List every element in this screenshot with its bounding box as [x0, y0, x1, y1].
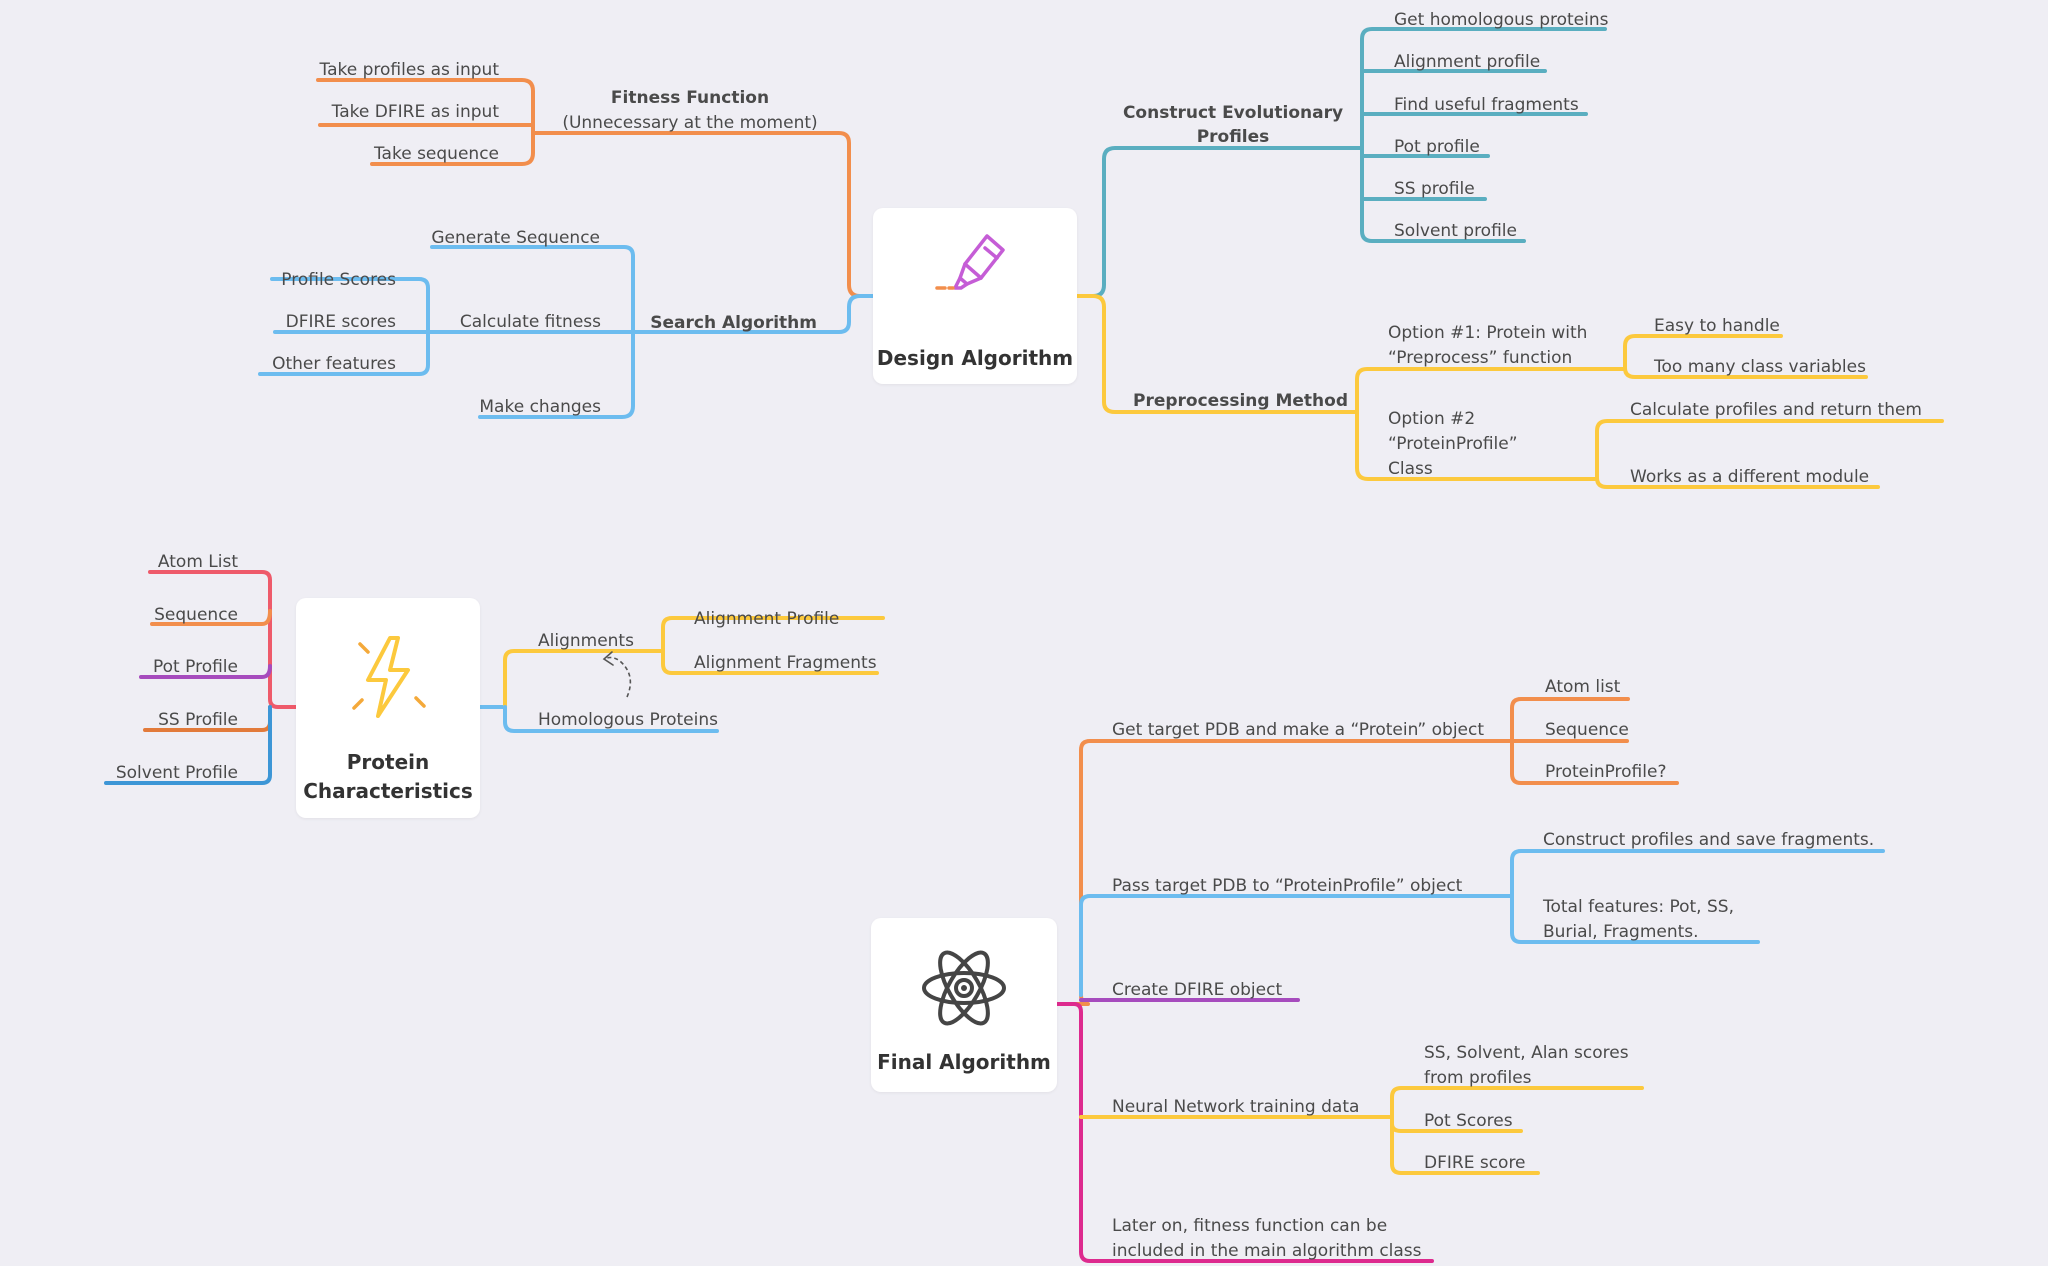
dashed-relation-arrow [606, 656, 632, 698]
preprocessing-title: Preprocessing Method [1133, 391, 1348, 411]
protein-characteristics-labels: Atom List Sequence Pot Profile SS Profil… [116, 552, 877, 783]
fitness-score-item: Profile Scores [281, 270, 396, 290]
characteristic-item: Solvent Profile [116, 763, 238, 783]
profile-item: Alignment profile [1394, 52, 1540, 72]
get-target-item: ProteinProfile? [1545, 762, 1666, 782]
nn-item-line1: SS, Solvent, Alan scores [1424, 1043, 1629, 1063]
fitness-item: Take sequence [373, 144, 499, 164]
option1-item: Too many class variables [1653, 357, 1866, 377]
option2-line3: Class [1388, 459, 1433, 479]
design-algorithm-branches [258, 27, 1944, 489]
generate-sequence-label: Generate Sequence [431, 228, 600, 248]
option1-line2: “Preprocess” function [1388, 348, 1572, 368]
design-algorithm-labels: Fitness Function (Unnecessary at the mom… [272, 10, 1922, 487]
option2-line1: Option #2 [1388, 409, 1475, 429]
final-algorithm-labels: Get target PDB and make a “Protein” obje… [1112, 677, 1874, 1261]
fitness-function-subtitle: (Unnecessary at the moment) [562, 113, 817, 133]
pass-item-line2: Burial, Fragments. [1543, 922, 1699, 942]
profile-item: Pot profile [1394, 137, 1480, 157]
later-line1: Later on, fitness function can be [1112, 1216, 1387, 1236]
fitness-item: Take DFIRE as input [331, 102, 500, 122]
characteristic-item: Pot Profile [153, 657, 238, 677]
characteristic-item: Sequence [154, 605, 238, 625]
highlighter-icon [935, 234, 1005, 290]
design-algorithm-node[interactable]: Design Algorithm [873, 208, 1077, 384]
lightning-icon [352, 636, 426, 718]
atom-icon [922, 950, 1006, 1026]
homologous-proteins-label: Homologous Proteins [538, 710, 718, 730]
arrowhead-icon [602, 651, 614, 666]
pass-target-label: Pass target PDB to “ProteinProfile” obje… [1112, 876, 1463, 896]
alignments-label: Alignments [538, 631, 634, 651]
pass-item-line1: Total features: Pot, SS, [1542, 897, 1734, 917]
later-line2: included in the main algorithm class [1112, 1241, 1422, 1261]
fitness-score-item: DFIRE scores [286, 312, 397, 332]
alignment-item: Alignment Profile [694, 609, 839, 629]
final-algorithm-node[interactable]: Final Algorithm [871, 918, 1057, 1092]
get-target-item: Atom list [1545, 677, 1621, 697]
nn-data-label: Neural Network training data [1112, 1097, 1359, 1117]
profile-item: Find useful fragments [1394, 95, 1579, 115]
option1-item: Easy to handle [1654, 316, 1780, 336]
protein-characteristics-branches [104, 570, 885, 785]
profile-item: Get homologous proteins [1394, 10, 1609, 30]
search-algorithm-title: Search Algorithm [650, 313, 817, 333]
option2-line2: “ProteinProfile” [1388, 434, 1518, 454]
profile-item: SS profile [1394, 179, 1475, 199]
protein-characteristics-title-line1: Protein [346, 750, 430, 774]
create-dfire-label: Create DFIRE object [1112, 980, 1282, 1000]
nn-item: DFIRE score [1424, 1153, 1526, 1173]
construct-profiles-title-line2: Profiles [1197, 127, 1270, 147]
construct-profiles-title-line1: Construct Evolutionary [1123, 103, 1343, 123]
fitness-item: Take profiles as input [319, 60, 500, 80]
fitness-function-title: Fitness Function [611, 88, 769, 108]
final-algorithm-title: Final Algorithm [877, 1050, 1051, 1074]
characteristic-item: Atom List [158, 552, 238, 572]
option2-item: Works as a different module [1630, 467, 1869, 487]
option1-line1: Option #1: Protein with [1388, 323, 1587, 343]
characteristic-item: SS Profile [158, 710, 238, 730]
final-algorithm-branches [1056, 697, 1885, 1263]
fitness-score-item: Other features [272, 354, 396, 374]
nn-item-line2: from profiles [1424, 1068, 1532, 1088]
protein-characteristics-title-line2: Characteristics [303, 779, 473, 803]
calculate-fitness-label: Calculate fitness [460, 312, 601, 332]
option2-item: Calculate profiles and return them [1630, 400, 1922, 420]
get-target-item: Sequence [1545, 720, 1629, 740]
protein-characteristics-node[interactable]: Protein Characteristics [296, 598, 480, 818]
design-algorithm-title: Design Algorithm [876, 346, 1074, 370]
nn-item: Pot Scores [1424, 1111, 1513, 1131]
make-changes-label: Make changes [479, 397, 601, 417]
get-target-label: Get target PDB and make a “Protein” obje… [1112, 720, 1484, 740]
profile-item: Solvent profile [1394, 221, 1517, 241]
alignment-item: Alignment Fragments [694, 653, 877, 673]
pass-item: Construct profiles and save fragments. [1543, 830, 1874, 850]
